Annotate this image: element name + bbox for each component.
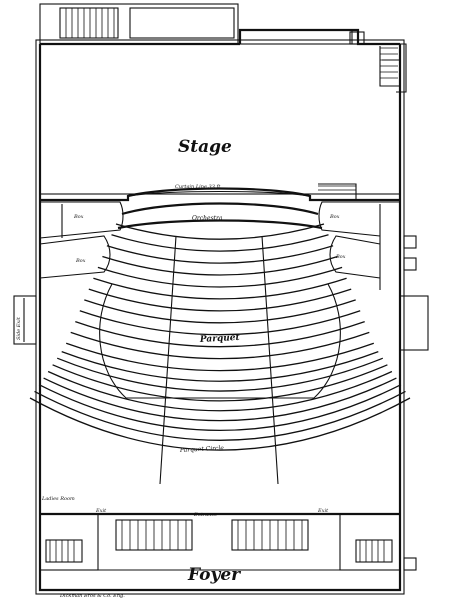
parquet-row	[106, 245, 334, 264]
parquet-row	[84, 299, 356, 324]
parquet-row	[97, 266, 343, 288]
seating-rows	[29, 223, 411, 451]
curtain-line-label: Curtain Line 33 ft	[175, 184, 221, 190]
parquet-boundary	[99, 283, 341, 399]
box-upper-right-label: Box	[329, 214, 340, 220]
box-upper-left-label: Box	[73, 214, 84, 220]
parquet-circle-row	[29, 397, 411, 451]
entrance-left-label: Entrance	[193, 512, 217, 518]
boxes-right: Box Box	[318, 201, 400, 290]
stage-label: Stage	[178, 137, 232, 157]
parquet-label: Parquet	[199, 333, 241, 345]
foyer-area: Ladies Room Exit Exit Entrance Foyer	[39, 496, 401, 585]
left-side-exit: Side Exit	[13, 295, 37, 345]
parquet-row	[102, 255, 338, 276]
exit-right-label: Exit	[317, 508, 329, 514]
box-lower-right-label: Box	[335, 254, 346, 260]
parquet-circle-row	[34, 390, 406, 441]
stage-area: Stage	[39, 43, 401, 200]
parquet-row	[115, 223, 325, 240]
orchestra-label: Orchestra	[192, 215, 223, 222]
boxes-left: Box Box	[39, 201, 124, 279]
parquet-row	[79, 310, 361, 336]
box-lower-left-label: Box	[75, 258, 86, 264]
aisles	[159, 235, 279, 485]
parquet-circle-row	[61, 350, 379, 382]
parquet-circle-row	[43, 377, 397, 422]
parquet-circle-row	[47, 370, 393, 412]
engraver-credit: Dickman Bros & Co. Eng.	[59, 593, 125, 599]
parquet-row	[93, 277, 347, 300]
orchestra-pit: Orchestra	[117, 202, 323, 230]
parquet-circle-row	[56, 357, 384, 392]
side-exit-label: Side Exit	[16, 316, 22, 340]
right-side-annex	[399, 235, 429, 571]
proscenium: Curtain Line 33 ft	[40, 184, 400, 202]
parquet-row	[65, 342, 375, 372]
parquet-circle-row	[52, 364, 388, 402]
parquet-row	[88, 288, 352, 312]
parquet-row	[75, 320, 365, 348]
building-walls	[35, 28, 407, 595]
ladies-room-label: Ladies Room	[41, 496, 75, 502]
parquet-circle-label: Parquet Circle	[179, 445, 225, 454]
foyer-label: Foyer	[187, 565, 241, 585]
parquet-circle-row	[38, 384, 402, 432]
exit-left-label: Exit	[95, 508, 107, 514]
parquet-row	[70, 331, 370, 360]
parquet-row	[111, 234, 329, 252]
